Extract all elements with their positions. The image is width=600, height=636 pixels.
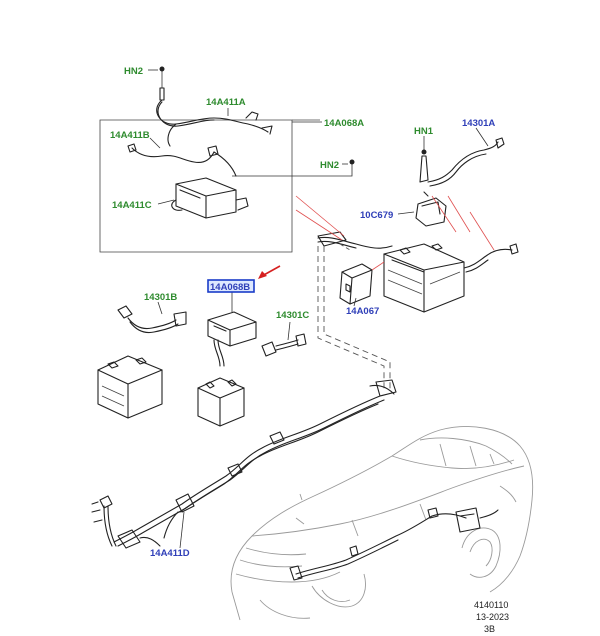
label-hn1: HN1 [414,126,434,137]
label-14301A: 14301A [462,118,495,129]
label-14A411D: 14A411D [150,548,190,559]
highlight-box-14A068B [207,279,255,293]
battery-small-center [197,377,245,427]
label-14A068A: 14A068A [324,118,364,129]
main-harness-14A411D [91,379,397,549]
label-14A067: 14A067 [346,306,379,317]
reference-code: 3B [484,624,495,634]
label-14A411C: 14A411C [112,200,152,211]
red-leader-lines [295,195,495,271]
label-14A068B: 14A068B [210,282,250,293]
routing-dashed-lines [317,243,391,392]
reference-number: 4140110 [474,600,508,610]
reference-date: 13-2023 [476,612,509,622]
battery-small-left [97,355,163,419]
vehicle-harness [289,507,499,581]
label-10C679: 10C679 [360,210,393,221]
cable-14301C [261,333,307,357]
label-14A411B: 14A411B [110,130,150,141]
label-hn2-mid: HN2 [320,160,339,171]
main-battery [383,243,465,313]
label-14A411A: 14A411A [206,97,246,108]
battery-cable-14301A [415,137,505,227]
label-14301B: 14301B [144,292,177,303]
label-14301C: 14301C [276,310,309,321]
label-leaders [148,69,489,549]
module-14A068B [207,311,257,367]
vehicle-outline [230,426,534,621]
harness-14A411A-detail [127,66,355,219]
module-14A067 [339,263,373,305]
pointer-arrow [258,265,281,279]
cable-14301B [117,305,187,334]
upper-harness-cable [317,231,519,273]
label-hn2-top: HN2 [124,66,143,77]
